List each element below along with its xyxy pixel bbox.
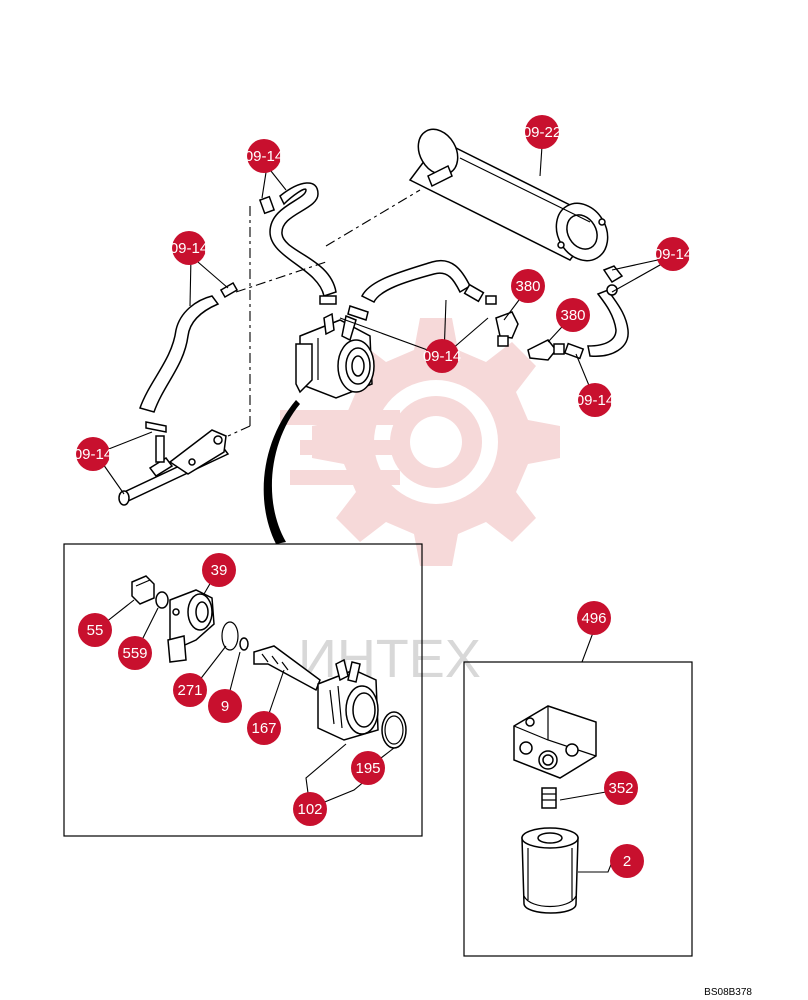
callout-380-b[interactable]: 380 bbox=[556, 298, 590, 332]
detail-right-parts bbox=[513, 705, 597, 914]
callout-352[interactable]: 352 bbox=[604, 771, 638, 805]
callout-label: 09-14 bbox=[423, 348, 461, 365]
callout-195[interactable]: 195 bbox=[351, 751, 385, 785]
detail-box-left bbox=[63, 543, 423, 837]
callout-label: 271 bbox=[177, 682, 202, 699]
callout-09-14-top[interactable]: 09-14 bbox=[245, 139, 283, 173]
callout-label: 559 bbox=[122, 645, 147, 662]
callout-09-22[interactable]: 09-22 bbox=[523, 115, 561, 149]
elbow-fitting-b bbox=[527, 339, 565, 361]
callout-09-14-middle[interactable]: 09-14 bbox=[423, 339, 461, 373]
callout-label: 380 bbox=[560, 307, 585, 324]
callout-09-14-lower-left[interactable]: 09-14 bbox=[74, 437, 112, 471]
callout-9[interactable]: 9 bbox=[208, 689, 242, 723]
callout-label: 2 bbox=[623, 853, 631, 870]
detail-left-parts bbox=[131, 575, 407, 749]
callout-55[interactable]: 55 bbox=[78, 613, 112, 647]
lower-left-hose bbox=[139, 282, 239, 433]
callout-496[interactable]: 496 bbox=[577, 601, 611, 635]
callout-559[interactable]: 559 bbox=[118, 636, 152, 670]
callout-label: 167 bbox=[251, 720, 276, 737]
drawing-code: BS08B378 bbox=[704, 987, 752, 998]
callout-label: 09-14 bbox=[74, 446, 112, 463]
left-pipe-bracket bbox=[118, 429, 230, 506]
upper-middle-hose bbox=[258, 182, 337, 305]
callout-label: 09-22 bbox=[523, 124, 561, 141]
callout-label: 195 bbox=[355, 760, 380, 777]
detail-pointer bbox=[263, 400, 300, 544]
callout-271[interactable]: 271 bbox=[173, 673, 207, 707]
callout-09-14-left[interactable]: 09-14 bbox=[170, 231, 208, 265]
callout-09-14-lower-right[interactable]: 09-14 bbox=[576, 383, 614, 417]
callout-label: 9 bbox=[221, 698, 229, 715]
callout-167[interactable]: 167 bbox=[247, 711, 281, 745]
routing-line-c bbox=[325, 189, 421, 247]
callout-09-14-right[interactable]: 09-14 bbox=[654, 237, 692, 271]
callout-label: 09-14 bbox=[170, 240, 208, 257]
elbow-fitting-a bbox=[495, 311, 519, 347]
middle-right-hose bbox=[347, 259, 497, 321]
callout-label: 380 bbox=[515, 278, 540, 295]
callout-label: 09-14 bbox=[576, 392, 614, 409]
routing-line-d bbox=[227, 425, 251, 437]
routing-line-a bbox=[235, 261, 327, 293]
callout-label: 352 bbox=[608, 780, 633, 797]
callout-label: 496 bbox=[581, 610, 606, 627]
callout-label: 55 bbox=[87, 622, 104, 639]
right-return-hose bbox=[563, 265, 629, 360]
egr-cooler bbox=[408, 128, 609, 262]
callout-102[interactable]: 102 bbox=[293, 792, 327, 826]
callout-label: 102 bbox=[297, 801, 322, 818]
detail-box-right bbox=[463, 661, 693, 957]
callout-label: 39 bbox=[211, 562, 228, 579]
oil-cooler-upper bbox=[295, 312, 375, 399]
watermark-text: ИНТЕХ bbox=[298, 629, 481, 689]
callout-380-a[interactable]: 380 bbox=[511, 269, 545, 303]
callout-2[interactable]: 2 bbox=[610, 844, 644, 878]
callout-label: 09-14 bbox=[245, 148, 283, 165]
callout-39[interactable]: 39 bbox=[202, 553, 236, 587]
watermark-gear-logo bbox=[280, 318, 560, 566]
callout-label: 09-14 bbox=[654, 246, 692, 263]
